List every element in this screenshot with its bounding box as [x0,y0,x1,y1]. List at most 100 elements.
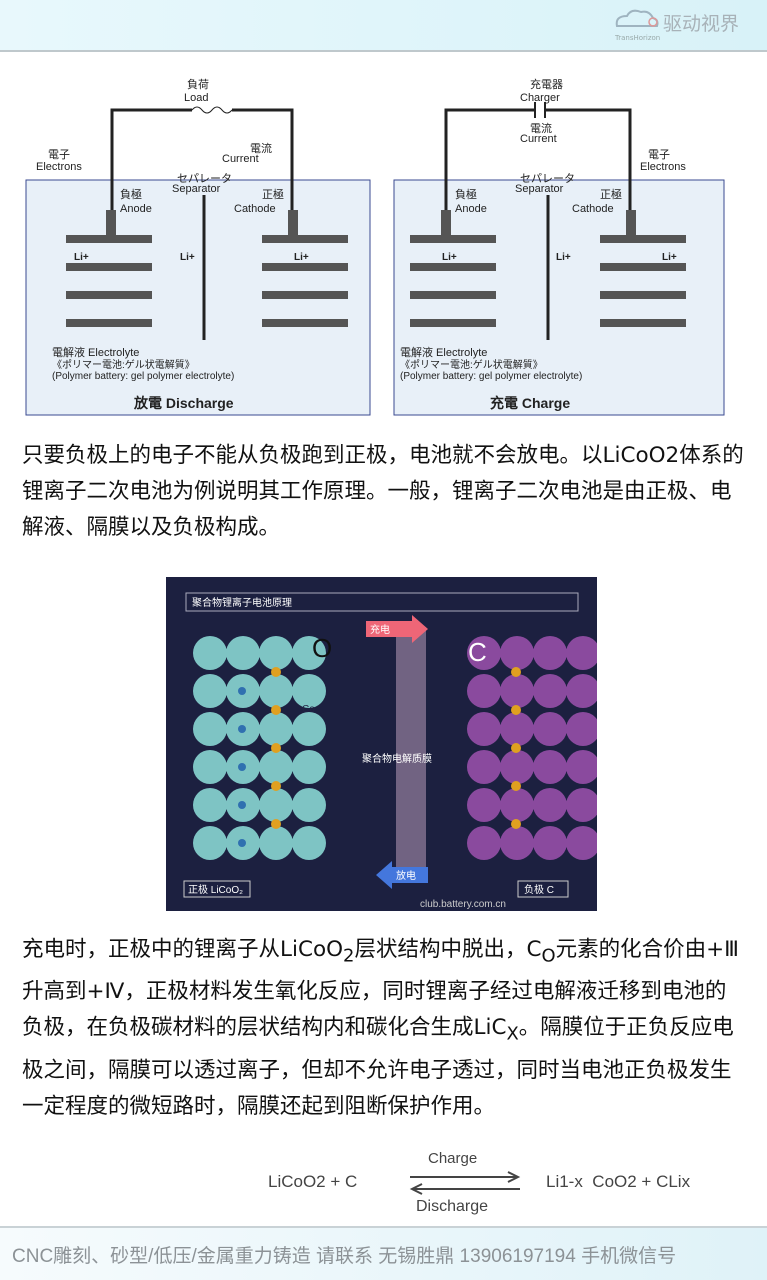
li-atom [511,743,521,753]
reaction-equation: LiCoO2 + C Charge Discharge Li1-x CoO2 +… [268,1150,728,1222]
footer-banner: CNC雕刻、砂型/低压/金属重力铸造 请联系 无锡胜鼎 13906197194 … [0,1226,767,1280]
oxygen-atom [193,636,227,670]
li-ion: Li+ [74,252,89,263]
carbon-atom [467,712,501,746]
li-atom [271,819,281,829]
carbon-atom [533,788,567,822]
load-label: 負荷 [187,78,209,91]
text: 元素的化合价由+Ⅲ升高到+Ⅳ，正极材料发生氧化反应，同时锂离子经过电解液迁移到电… [22,937,739,1041]
logo: 驱动视界 TransHorizon [613,8,739,42]
discharge-label: Discharge [416,1198,489,1215]
cathode-label: 正極 [262,187,284,201]
carbon-atom [566,750,600,784]
electrons-label: 電子 [48,148,70,161]
polymer-label: 《ポリマー電池:ゲル状電解質》 [400,358,543,371]
oxygen-atom [193,788,227,822]
li-atom [271,667,281,677]
carbon-atom [467,674,501,708]
negative-electrode-label: 负极 C [524,883,554,896]
discharge-panel: 負荷 Load 電子 Electrons 電流 Current セパレータ Se… [25,78,371,416]
li-ion: Li+ [180,252,195,263]
co-atom [238,687,246,695]
carbon-atom [500,712,534,746]
carbon-atom [566,788,600,822]
charge-caption: 充電 Charge [490,395,570,411]
electrons-en-label: Electrons [640,161,686,173]
discharge-arrow-label: 放电 [396,869,416,882]
cathode-label: 正極 [600,187,622,201]
oxygen-label: O [312,633,332,663]
electrons-label: 電子 [648,148,670,161]
oxygen-atom [193,826,227,860]
carbon-atom [566,636,600,670]
cobalt-label: Co [302,704,315,715]
li-ion: Li+ [294,252,309,263]
co-atom [238,763,246,771]
charge-arrow-label: 充电 [370,623,390,636]
co-atom [238,839,246,847]
carbon-atom [467,750,501,784]
oxygen-atom [193,712,227,746]
oxygen-atom [292,712,326,746]
charger-en-label: Charger [520,92,560,104]
charge-panel: 充電器 Charger 電流 Current 電子 Electrons セパレー… [393,77,725,416]
carbon-atom [566,712,600,746]
text: 。隔膜位于正负反应电极之间，隔膜可以透过离子，但却不允许电子透过，同时当电池正负… [22,1015,734,1119]
separator-label: セパレータ [177,172,232,185]
li-atom [511,781,521,791]
electrons-en-label: Electrons [36,161,82,173]
oxygen-atom [259,788,293,822]
subscript: O [541,945,556,967]
carbon-atom [533,674,567,708]
logo-text: 驱动视界 [662,12,739,35]
electrolyte-label: 電解液 Electrolyte [52,345,139,359]
oxygen-atom [259,712,293,746]
oxygen-atom [292,674,326,708]
carbon-atom [467,636,501,670]
carbon-atom [500,826,534,860]
products: Li1-x CoO2 + CLix [546,1172,691,1191]
footer-text: CNC雕刻、砂型/低压/金属重力铸造 请联系 无锡胜鼎 13906197194 … [12,1246,677,1267]
discharge-caption: 放電 Discharge [133,395,234,411]
carbon-atom [533,750,567,784]
cloud-logo-icon [613,8,659,36]
oxygen-atom [292,788,326,822]
oxygen-atom [259,826,293,860]
current-label: 電流 [250,141,272,155]
carbon-atom [467,826,501,860]
equilibrium-arrows-icon [408,1170,523,1201]
separator-label: セパレータ [520,172,575,185]
carbon-label: C [468,637,487,667]
carbon-atom [533,636,567,670]
carbon-atom [566,674,600,708]
charge-label: Charge [428,1150,478,1167]
cathode-en-label: Cathode [572,203,614,215]
anode-en-label: Anode [455,203,487,215]
subscript: 2 [343,945,355,967]
oxygen-atom [193,750,227,784]
paragraph-intro: 只要负极上的电子不能从负极跑到正极，电池就不会放电。以LiCoO2体系的锂离子二… [22,443,744,540]
logo-subtext: TransHorizon [614,34,661,42]
oxygen-atom [292,750,326,784]
oxygen-atom [292,826,326,860]
text: 充电时，正极中的锂离子从LiCoO [22,937,344,962]
current-en-label: Current [520,133,557,145]
li-ion: Li+ [442,252,457,263]
anode-label: 負極 [455,187,477,201]
li-atom [511,667,521,677]
cathode-en-label: Cathode [234,203,276,215]
co-atom [238,801,246,809]
source-watermark: club.battery.com.cn [420,899,506,910]
polymer-en-label: (Polymer battery: gel polymer electrolyt… [52,371,234,382]
carbon-atom [533,826,567,860]
polymer-label: 《ポリマー電池:ゲル状電解質》 [52,358,195,371]
oxygen-atom [292,636,326,670]
charger-label: 充電器 [530,77,563,91]
separator-en-label: Separator [515,183,564,195]
carbon-atom [500,674,534,708]
separator-en-label: Separator [172,183,221,195]
polymer-li-ion-battery-diagram: 聚合物锂离子电池原理 充电 放电 聚合物电解质膜 O C Co 正极 LiCoO… [166,577,600,911]
current-label: 電流 [530,121,552,135]
subscript: X [506,1023,519,1045]
paragraph-charge-explanation: 充电时，正极中的锂离子从LiCoO2层状结构中脱出，CO元素的化合价由+Ⅲ升高到… [22,932,747,1125]
